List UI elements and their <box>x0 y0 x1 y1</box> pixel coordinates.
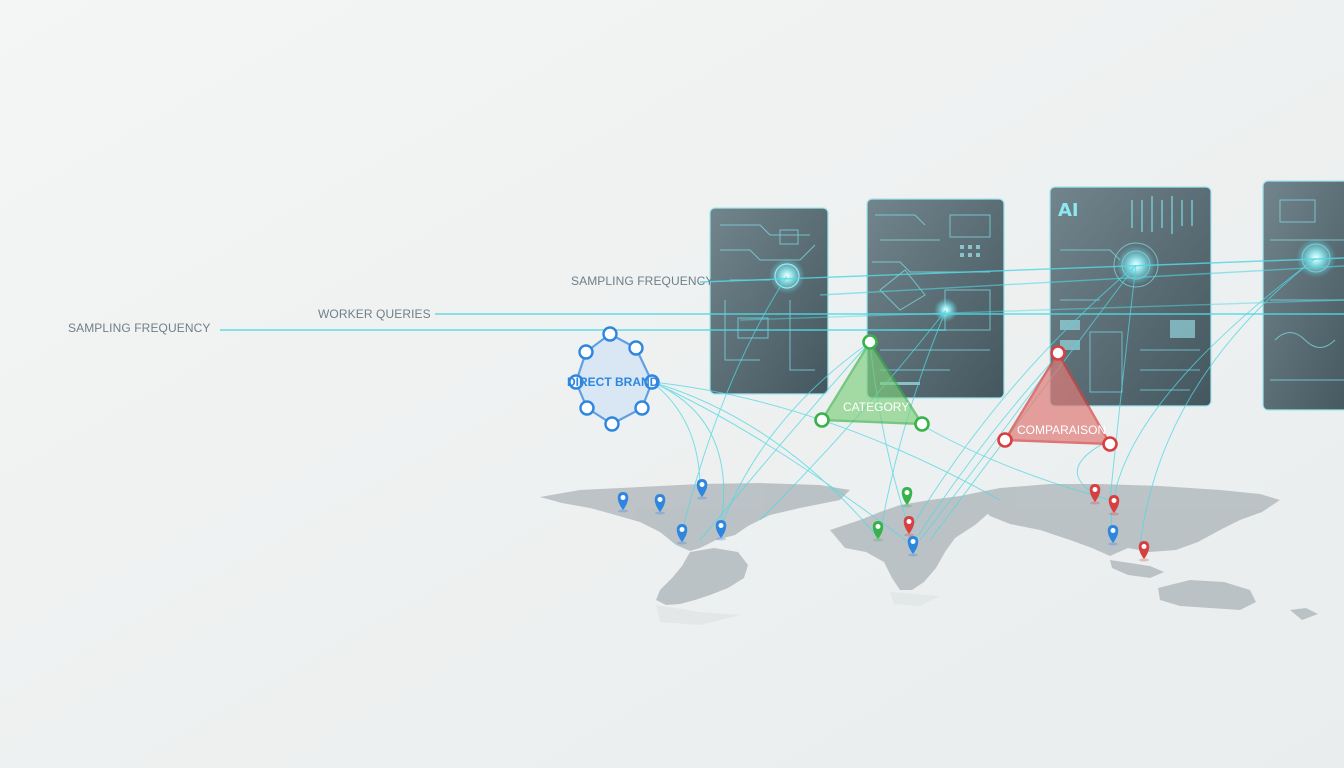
worker-queries-label: WORKER QUERIES <box>318 307 431 321</box>
comparison-label: COMPARAISON <box>1017 423 1106 437</box>
pin-red[interactable] <box>1138 541 1150 562</box>
panel-2 <box>866 198 1005 399</box>
pin-red[interactable] <box>903 516 915 537</box>
direct-brand-vertices <box>568 326 660 432</box>
category-label: CATEGORY <box>843 400 909 414</box>
category-shape <box>819 339 925 426</box>
direct-brand-label: DIRECT BRAND <box>567 375 659 389</box>
sampling-frequency-label-left: SAMPLING FREQUENCY <box>68 321 211 335</box>
map-reflection <box>656 592 940 625</box>
panel-1 <box>709 207 829 395</box>
category-vertices <box>814 334 930 432</box>
pin-red[interactable] <box>1108 495 1120 516</box>
category-node[interactable]: CATEGORY <box>814 334 930 432</box>
pin-red[interactable] <box>1089 484 1101 505</box>
pin-blue[interactable] <box>654 494 666 515</box>
panel-3-ai-label: AI <box>1058 200 1079 221</box>
data-lines <box>120 257 1344 331</box>
asia-shape <box>960 484 1280 556</box>
pin-blue[interactable] <box>617 492 629 513</box>
panel-4 <box>1262 180 1344 411</box>
pin-green[interactable] <box>901 487 913 508</box>
pin-blue[interactable] <box>715 520 727 541</box>
panel-4-frame <box>1262 180 1344 411</box>
island-shape <box>1110 560 1164 578</box>
north-america-shape <box>540 483 850 551</box>
comparison-shape <box>1002 350 1113 446</box>
comparison-node[interactable]: COMPARAISON <box>997 345 1118 452</box>
australia-shape <box>1158 580 1256 610</box>
pin-blue[interactable] <box>696 479 708 500</box>
line-6 <box>739 299 1344 321</box>
line-5 <box>819 265 1344 296</box>
panel-1-frame <box>709 207 829 395</box>
new-zealand-shape <box>1290 608 1318 620</box>
pin-blue[interactable] <box>1107 525 1119 546</box>
line-4 <box>699 257 1344 283</box>
comparison-vertices <box>997 345 1118 452</box>
pin-blue[interactable] <box>907 536 919 557</box>
panel-3: AI <box>1049 186 1212 407</box>
pin-blue[interactable] <box>676 524 688 545</box>
pin-green[interactable] <box>872 521 884 542</box>
map-pins <box>617 479 1150 562</box>
direct-brand-node[interactable]: DIRECT BRAND <box>567 326 660 432</box>
sampling-frequency-label-top: SAMPLING FREQUENCY <box>571 274 714 288</box>
south-america-shape <box>656 548 748 605</box>
